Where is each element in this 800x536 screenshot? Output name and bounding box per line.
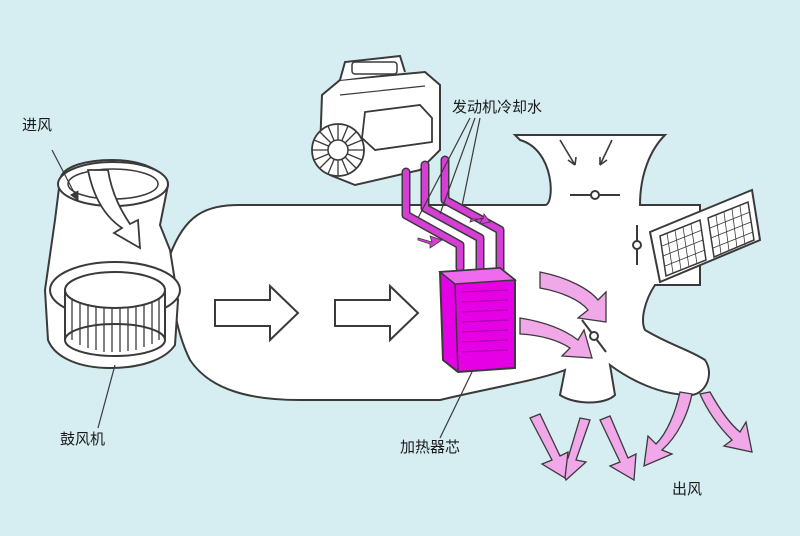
airflow-arrows-outline — [214, 283, 420, 343]
heater-core-icon — [438, 266, 517, 374]
blower-fan-icon — [43, 158, 181, 370]
vent-grille-icon — [648, 188, 762, 284]
top-vent-arrows — [559, 139, 613, 166]
engine-icon — [311, 54, 441, 187]
blower-label: 鼓风机 — [60, 430, 106, 448]
air-inlet-arrow — [86, 169, 142, 250]
warm-airflow-arrows — [519, 271, 753, 482]
coolant-pipes — [401, 155, 505, 277]
air-outlet-label: 出风 — [672, 480, 703, 498]
damper-icon — [570, 190, 642, 353]
leader-lines — [51, 117, 481, 439]
heater-core-label: 加热器芯 — [400, 438, 461, 456]
air-inlet-label: 进风 — [22, 116, 53, 134]
coolant-flow-arrows — [417, 213, 491, 249]
duct-housing — [168, 134, 710, 404]
engine-coolant-label: 发动机冷却水 — [452, 98, 543, 116]
